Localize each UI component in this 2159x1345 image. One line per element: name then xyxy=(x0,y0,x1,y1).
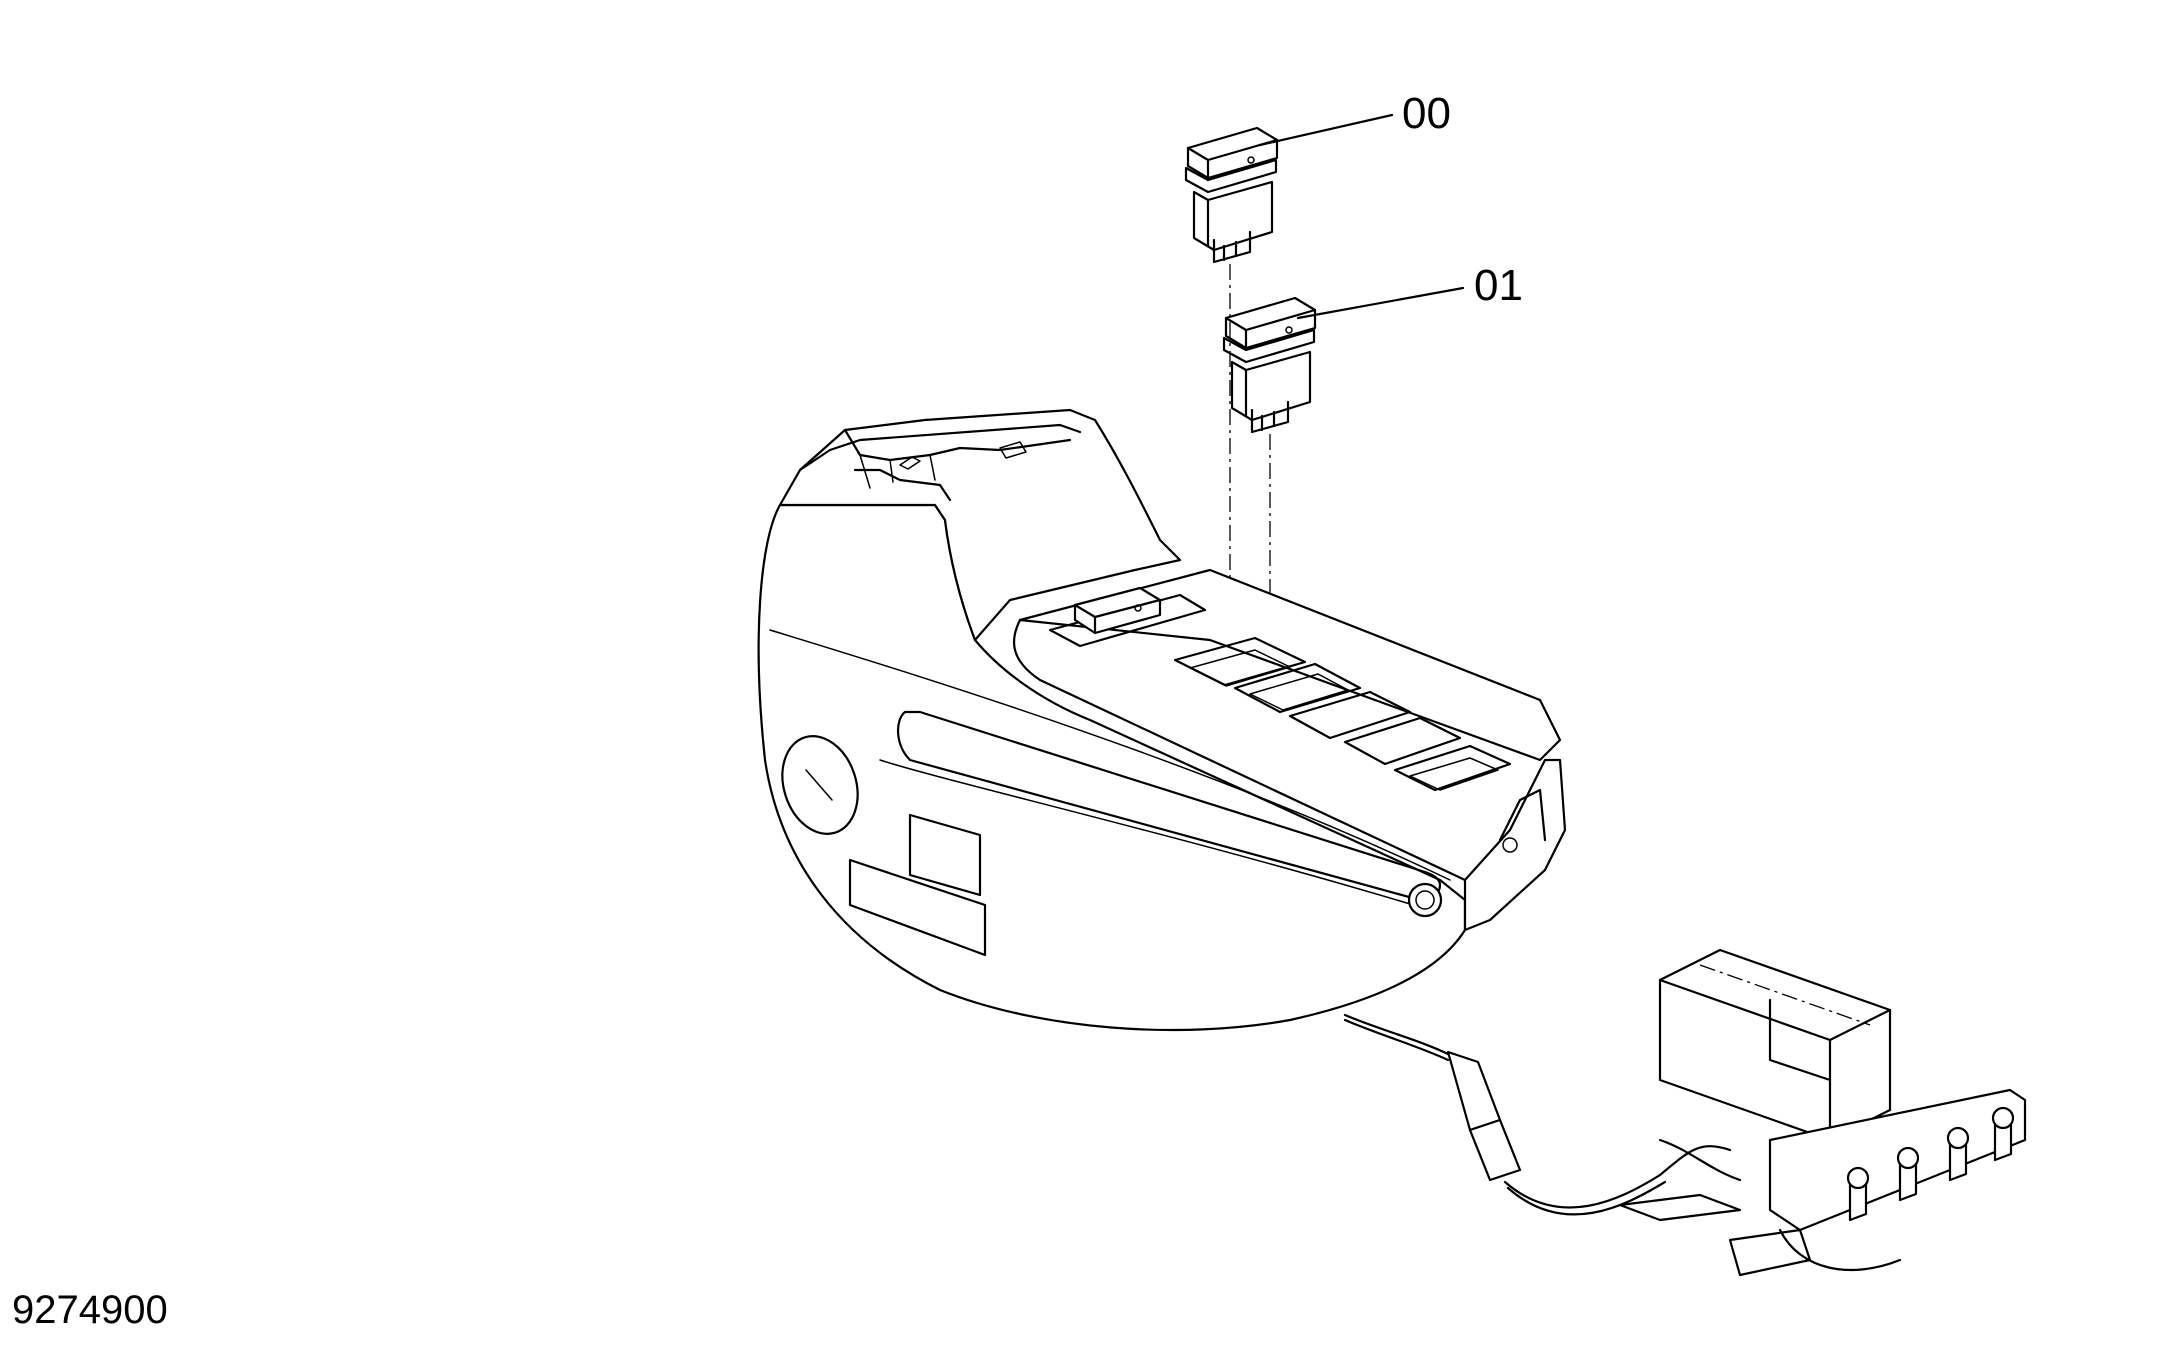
callout-label-01: 01 xyxy=(1474,261,1523,310)
armrest-console xyxy=(757,408,1567,1032)
drawing-id: 9274900 xyxy=(12,1288,168,1332)
rocker-switch-01[interactable] xyxy=(1222,296,1317,434)
relay-block xyxy=(1658,948,2027,1277)
rocker-switch-00[interactable] xyxy=(1184,126,1279,264)
callout-label-00: 00 xyxy=(1402,89,1451,138)
wire-harness xyxy=(1343,1013,1742,1222)
